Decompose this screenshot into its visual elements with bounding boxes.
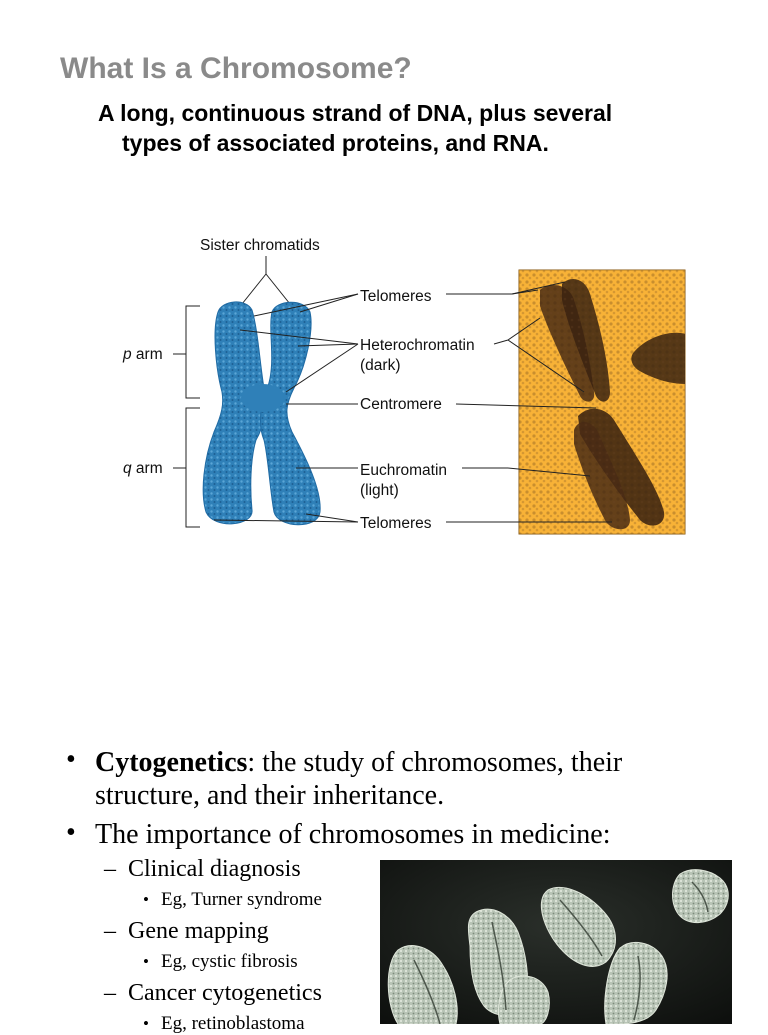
label-centromere: Centromere [360,396,442,413]
micrograph-svg [380,860,732,1024]
bullet-cytogenetics: Cytogenetics: the study of chromosomes, … [95,747,623,778]
slide-subtitle: A long, continuous strand of DNA, plus s… [98,98,718,158]
item-gene-mapping: Gene mapping [128,918,269,944]
bullet-marker: • [66,744,76,775]
bullet-cytogenetics-line-2: structure, and their inheritance. [95,780,445,811]
chromosome-illustration [202,301,321,526]
sub-bullet-marker: • [143,952,149,971]
label-euchromatin: Euchromatin [360,462,447,479]
example-cystic-fibrosis: Eg, cystic fibrosis [161,951,298,972]
label-sister-chromatids: Sister chromatids [200,237,320,254]
subtitle-line-1: A long, continuous strand of DNA, plus s… [98,100,613,126]
item-clinical-diagnosis: Clinical diagnosis [128,856,301,882]
label-heterochromatin-note: (dark) [360,357,400,374]
chromosome-diagram: Sister chromatids p arm q arm Telomeres … [122,237,686,535]
label-telomeres-bottom: Telomeres [360,515,432,532]
label-q-arm: q arm [123,460,163,477]
sub-bullet-marker: • [143,890,149,909]
term-cytogenetics: Cytogenetics [95,747,248,778]
subtitle-line-2: types of associated proteins, and RNA. [122,130,549,156]
dash-marker: – [104,918,116,944]
dash-marker: – [104,856,116,882]
label-p-arm: p arm [122,346,163,363]
item-cancer-cytogenetics: Cancer cytogenetics [128,980,322,1006]
example-retinoblastoma: Eg, retinoblastoma [161,1013,305,1034]
label-heterochromatin: Heterochromatin [360,337,475,354]
example-turner-syndrome: Eg, Turner syndrome [161,889,322,910]
bullet-marker: • [66,817,76,848]
dash-marker: – [104,980,116,1006]
slide-title: What Is a Chromosome? [60,52,412,85]
micrograph-image [518,269,686,535]
chromosome-micrograph [380,860,732,1024]
label-telomeres-top: Telomeres [360,288,432,305]
sub-bullet-marker: • [143,1014,149,1033]
label-euchromatin-note: (light) [360,482,399,499]
bullet-importance: The importance of chromosomes in medicin… [95,819,611,850]
